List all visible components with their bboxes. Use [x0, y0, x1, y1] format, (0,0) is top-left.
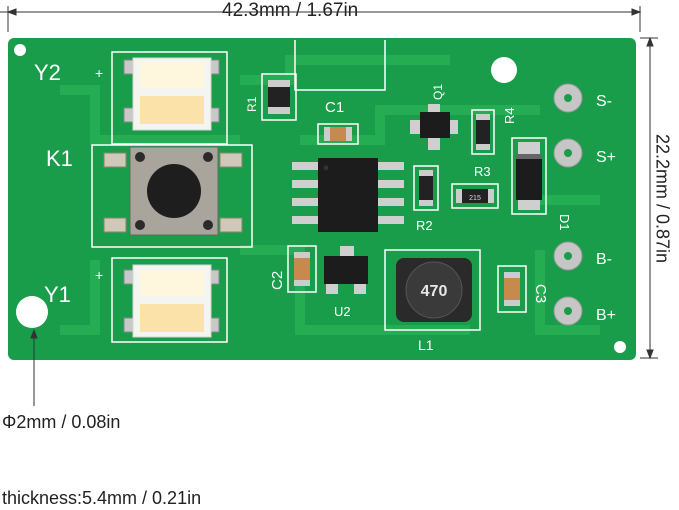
- pad-b-plus: [553, 296, 583, 326]
- resistor-r3: 215: [451, 183, 499, 209]
- resistor-r1: [268, 80, 290, 114]
- mounting-hole-bottom-left: [16, 296, 48, 328]
- led-y2: [123, 57, 220, 131]
- label-l1: L1: [418, 337, 434, 353]
- mounting-hole-bottom-right: [614, 341, 626, 353]
- label-c2: C2: [269, 271, 286, 290]
- label-c1: C1: [325, 99, 344, 116]
- width-dimension-line: [0, 6, 642, 32]
- width-dimension-label: 42.3mm / 1.67in: [222, 0, 359, 21]
- mounting-hole-top-left: [14, 44, 26, 56]
- label-y1: Y1: [44, 282, 71, 307]
- label-r4: R4: [502, 107, 517, 124]
- pad-s-plus: [553, 138, 583, 168]
- hole-diameter-label: Φ2mm / 0.08in: [2, 412, 121, 432]
- label-u2: U2: [334, 304, 351, 319]
- hole-callout-arrow: [30, 328, 38, 406]
- label-s-minus: S-: [596, 93, 612, 110]
- ic-sop8: [292, 158, 404, 232]
- label-r1: R1: [245, 96, 259, 112]
- silkscreen-outlines: [91, 40, 481, 343]
- inductor-l1: 470: [396, 258, 472, 322]
- label-s-plus: S+: [596, 149, 616, 166]
- transistor-q1: [410, 104, 458, 150]
- label-q1: Q1: [431, 84, 445, 100]
- height-dimension-line: [640, 36, 658, 360]
- capacitor-c3: [497, 265, 527, 313]
- label-c3: C3: [532, 284, 549, 303]
- mounting-hole-top-right: [491, 57, 517, 83]
- height-dimension-label: 22.2mm / 0.87in: [652, 133, 673, 264]
- diode-d1: [511, 137, 547, 215]
- tactile-switch-k1: [103, 146, 243, 236]
- label-r3: R3: [474, 164, 491, 179]
- thickness-label: thickness:5.4mm / 0.21in: [2, 488, 202, 508]
- capacitor-c1: [317, 123, 359, 145]
- label-d1: D1: [557, 214, 572, 231]
- inductor-marking: 470: [421, 283, 448, 300]
- label-b-plus: B+: [596, 307, 616, 324]
- pad-b-minus: [553, 241, 583, 271]
- r3-marking: 215: [469, 195, 481, 202]
- pad-s-minus: [553, 83, 583, 113]
- label-k1: K1: [46, 146, 73, 171]
- label-b-minus: B-: [596, 251, 612, 268]
- resistor-r4: [471, 109, 495, 155]
- capacitor-c2: [287, 245, 317, 293]
- label-plus-y2: +: [95, 65, 103, 81]
- regulator-u2: [324, 246, 368, 294]
- resistor-r2: [413, 165, 439, 211]
- label-plus-y1: +: [95, 267, 103, 283]
- label-r2: R2: [416, 218, 433, 233]
- label-y2: Y2: [34, 60, 61, 85]
- led-y1: [123, 264, 220, 338]
